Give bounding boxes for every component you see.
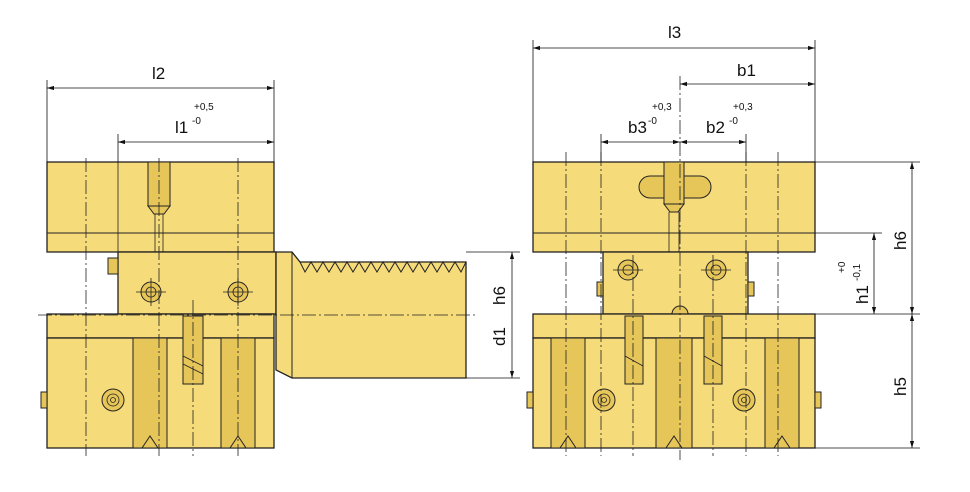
dimension-labels: l2 l1 +0,5 -0 l3 b1 b3 +0,3 -0 b2 +0,3 -…: [152, 23, 910, 396]
right-screw-head-2: [701, 259, 731, 281]
label-h5: h5: [891, 377, 910, 396]
label-b1: b1: [737, 61, 756, 80]
left-side-view: [38, 80, 520, 456]
right-bottom-screw-2: [732, 388, 756, 412]
label-d1: d1: [490, 327, 509, 346]
label-b3-tol-minus: -0: [648, 116, 657, 127]
label-h1-tol-minus: -0,1: [852, 263, 863, 281]
label-b2-tol-plus: +0,3: [733, 102, 753, 113]
right-bottom-screw-1: [592, 388, 616, 412]
label-l1: l1: [175, 118, 188, 137]
label-l1-tol-plus: +0,5: [194, 102, 214, 113]
label-l2: l2: [152, 64, 165, 83]
label-h6-right: h6: [891, 231, 910, 250]
left-middle-body: [117, 251, 277, 315]
label-b2: b2: [706, 118, 725, 137]
label-b3-tol-plus: +0,3: [652, 102, 672, 113]
left-bottom-screw: [101, 388, 125, 412]
right-front-view: [526, 40, 920, 460]
right-base-plate: [532, 313, 816, 339]
label-b3: b3: [628, 118, 647, 137]
label-h6-left: h6: [490, 286, 509, 305]
label-h1-tol-plus: +0: [837, 261, 848, 273]
left-base-plate: [46, 313, 275, 339]
label-l3: l3: [668, 23, 681, 42]
left-screw-head-1: [136, 278, 166, 306]
label-b2-tol-minus: -0: [729, 116, 738, 127]
label-h1: h1: [853, 285, 872, 304]
label-l1-tol-minus: -0: [192, 116, 201, 127]
